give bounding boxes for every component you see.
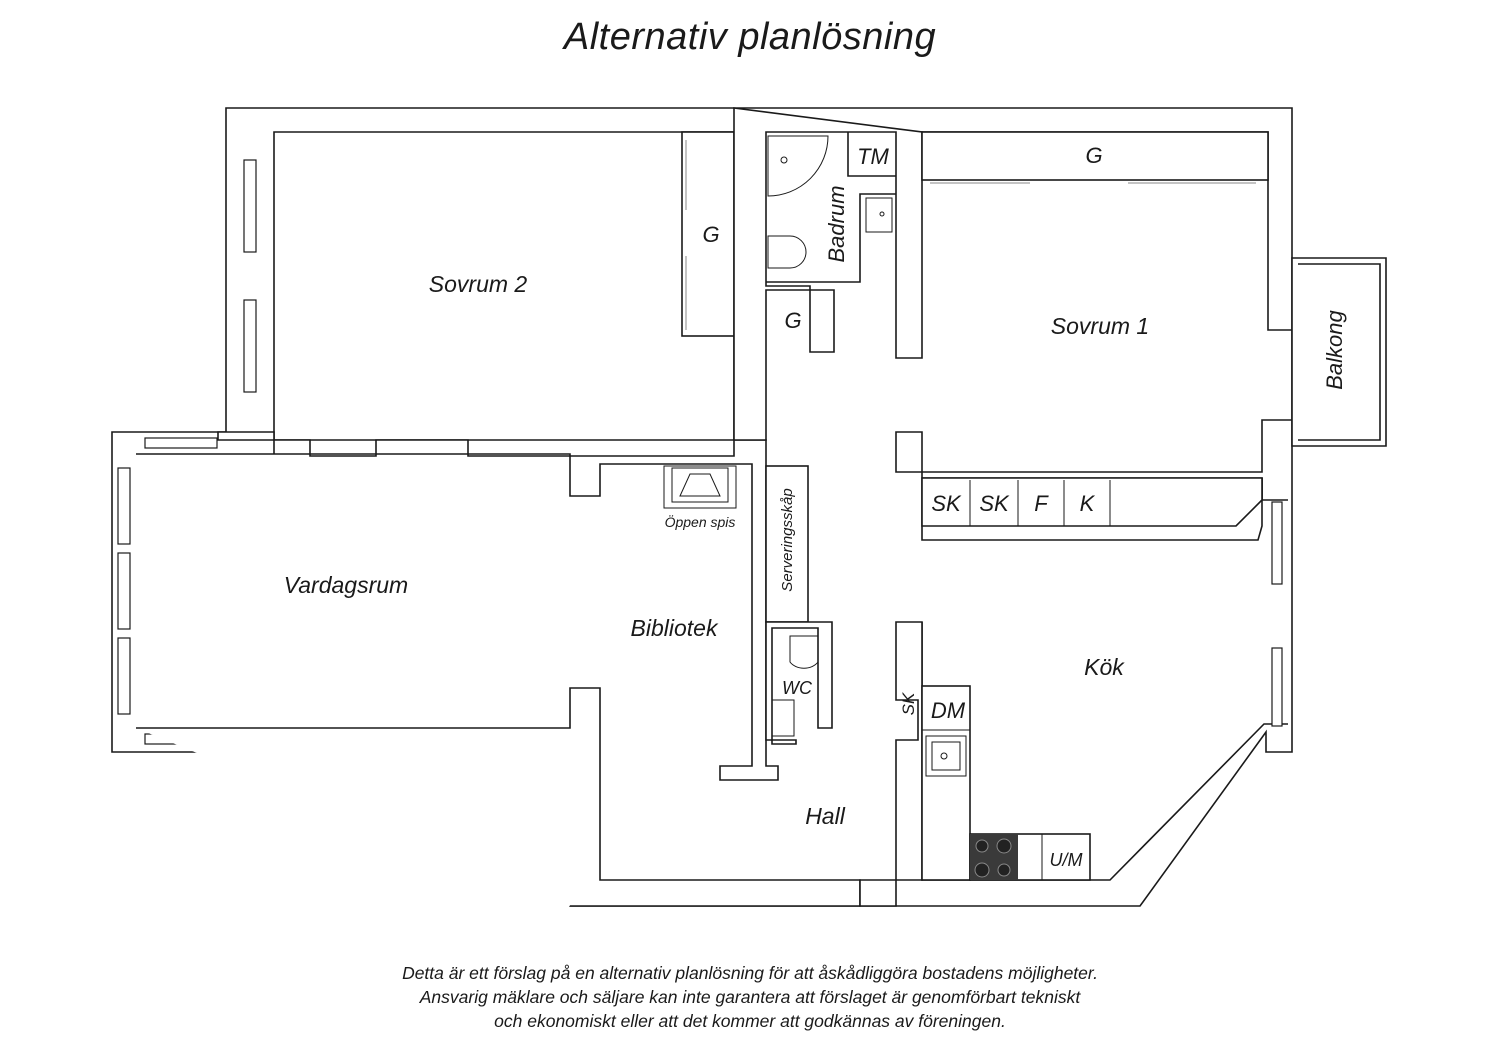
label-g-hall: G (784, 308, 801, 333)
disclaimer: Detta är ett förslag på en alternativ pl… (0, 961, 1500, 1033)
label-oppen-spis: Öppen spis (665, 513, 736, 530)
label-um: U/M (1050, 850, 1083, 870)
label-g-sovrum2: G (702, 222, 719, 247)
label-f: F (1034, 491, 1049, 516)
toilet-icon (767, 235, 807, 269)
shower-icon (767, 135, 829, 197)
windows (117, 159, 1283, 745)
room-label-hall: Hall (805, 803, 846, 829)
room-label-serveringsskap: Serveringsskåp (779, 488, 796, 591)
room-label-bibliotek: Bibliotek (631, 615, 719, 641)
room-label-wc: WC (782, 678, 813, 698)
kitchen-sink-icon (925, 735, 967, 777)
sink-icon (865, 197, 893, 233)
label-g-sovrum1: G (1085, 143, 1102, 168)
wc-toilet-icon (789, 635, 819, 669)
room-label-balkong: Balkong (1322, 309, 1347, 389)
label-dm: DM (931, 698, 966, 723)
fireplace-icon (663, 465, 737, 509)
room-label-sovrum1: Sovrum 1 (1051, 313, 1149, 339)
label-k: K (1080, 491, 1096, 516)
plan-title: Alternativ planlösning (563, 16, 937, 58)
label-sk-2: SK (979, 491, 1010, 516)
room-label-kok: Kök (1084, 654, 1125, 680)
disclaimer-line: och ekonomiskt eller att det kommer att … (494, 1011, 1006, 1031)
wc-sink-icon (771, 699, 795, 737)
disclaimer-line: Detta är ett förslag på en alternativ pl… (402, 963, 1098, 983)
room-label-vardagsrum: Vardagsrum (284, 572, 408, 598)
disclaimer-line: Ansvarig mäklare och säljare kan inte ga… (419, 987, 1081, 1007)
room-label-badrum: Badrum (824, 185, 849, 262)
room-labels: Sovrum 2 Sovrum 1 Vardagsrum Bibliotek H… (284, 185, 1347, 829)
fixtures (663, 131, 1387, 881)
label-tm: TM (857, 144, 889, 169)
label-sk-hall: SK (899, 692, 918, 715)
fixture-labels: G G G TM SK SK F K SK DM U/M Öppen spis (665, 143, 1103, 870)
label-sk-1: SK (931, 491, 962, 516)
room-label-sovrum2: Sovrum 2 (429, 271, 528, 297)
